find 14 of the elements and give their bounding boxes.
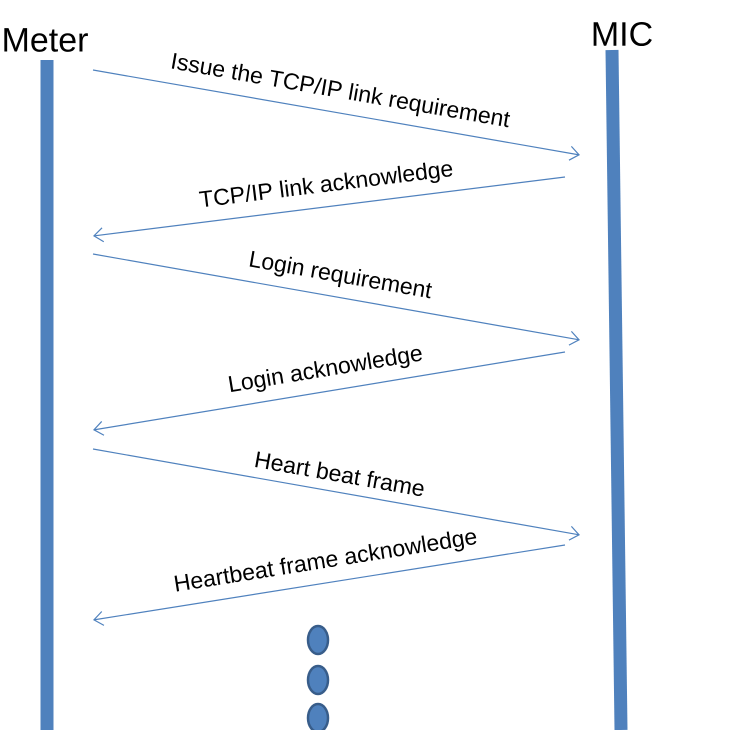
- edge-label: Heart beat frame: [252, 449, 428, 498]
- arrow: [92, 69, 580, 161]
- participant-label: Meter: [4, 28, 88, 52]
- arrow: [92, 253, 580, 346]
- arrow: [93, 544, 566, 626]
- edge-label: Issue the TCP/IP link requirement: [168, 50, 512, 134]
- edge-label: Login acknowledge: [226, 342, 426, 398]
- edge-label: Login requirement: [246, 248, 434, 304]
- participant-label: MIC: [594, 22, 652, 46]
- arrow: [93, 176, 566, 242]
- edge-label: Heartbeat frame acknowledge: [171, 526, 480, 598]
- arrow: [92, 448, 580, 541]
- edge-label: TCP/IP link acknowledge: [197, 158, 456, 214]
- arrow: [93, 351, 566, 436]
